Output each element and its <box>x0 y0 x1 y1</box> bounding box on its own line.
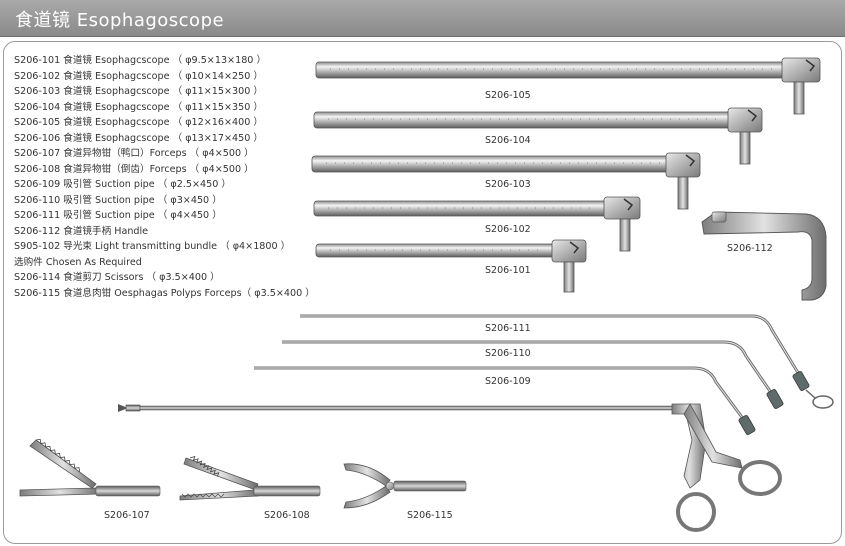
label-s206-110: S206-110 <box>485 348 531 359</box>
spec-list: S206-101 食道镜 Esophagcscope （ φ9.5×13×180… <box>14 53 315 301</box>
label-s206-108: S206-108 <box>264 510 310 521</box>
label-s206-102: S206-102 <box>485 224 531 235</box>
polyp-forceps-tip-s206-115 <box>343 463 467 509</box>
spec-item: S206-103 食道镜 Esophagcscope （ φ11×15×300 … <box>14 86 264 97</box>
label-s206-104: S206-104 <box>485 135 531 146</box>
header-bar: 食道镜 Esophagoscope <box>0 0 845 37</box>
spec-item: S206-109 吸引管 Suction pipe （ φ2.5×450 ） <box>14 179 231 190</box>
label-s206-111: S206-111 <box>485 323 531 334</box>
spec-item: S206-105 食道镜 Esophagcscope （ φ12×16×400 … <box>14 117 264 128</box>
spec-item: S206-114 食道剪刀 Scissors （ φ3.5×400 ） <box>14 272 220 283</box>
handle-s206-112 <box>701 211 827 301</box>
label-s206-109: S206-109 <box>485 376 531 387</box>
label-s206-115: S206-115 <box>407 510 453 521</box>
spec-item: S206-104 食道镜 Esophagcscope （ φ11×15×350 … <box>14 101 264 113</box>
esophagoscope-s206-103 <box>311 152 701 210</box>
spec-item: S206-107 食道异物钳（鸭口）Forceps （ φ4×500 ） <box>14 148 254 159</box>
spec-item: 选购件 Chosen As Required <box>14 256 142 268</box>
suction-pipe-s206-111 <box>300 314 834 409</box>
spec-item: S206-101 食道镜 Esophagcscope （ φ9.5×13×180… <box>14 55 267 66</box>
suction-pipe-s206-110 <box>282 340 784 409</box>
spec-item: S206-106 食道镜 Esophagcscope （ φ13×17×450 … <box>14 132 264 144</box>
label-s206-101: S206-101 <box>485 265 531 276</box>
esophagoscope-s206-101 <box>315 239 587 293</box>
label-s206-103: S206-103 <box>485 179 531 190</box>
esophagoscope-s206-105 <box>315 57 821 115</box>
spec-item: S905-102 导光束 Light transmitting bundle （… <box>14 241 291 252</box>
label-s206-112: S206-112 <box>727 243 773 254</box>
label-s206-105: S206-105 <box>485 90 531 101</box>
page-title: 食道镜 Esophagoscope <box>15 10 225 31</box>
esophagoscope-s206-104 <box>313 107 763 165</box>
spec-item: S206-102 食道镜 Esophagcscope （ φ10×14×250 … <box>14 70 264 82</box>
spec-item: S206-108 食道异物钳（倒齿）Forceps （ φ4×500 ） <box>14 163 254 175</box>
forceps-tip-s206-108 <box>179 455 321 501</box>
suction-pipe-s206-109 <box>254 366 756 435</box>
long-forceps <box>118 403 782 532</box>
forceps-tip-s206-107 <box>19 438 161 497</box>
esophagoscope-s206-102 <box>313 196 641 252</box>
label-s206-107: S206-107 <box>104 510 150 521</box>
spec-item: S206-115 食道息肉钳 Oesphagas Polyps Forceps（… <box>14 287 315 299</box>
spec-item: S206-110 吸引管 Suction pipe （ φ3×450 ） <box>14 194 222 206</box>
spec-item: S206-112 食道镜手柄 Handle <box>14 225 149 237</box>
spec-item: S206-111 吸引管 Suction pipe （ φ4×450 ） <box>14 210 222 221</box>
